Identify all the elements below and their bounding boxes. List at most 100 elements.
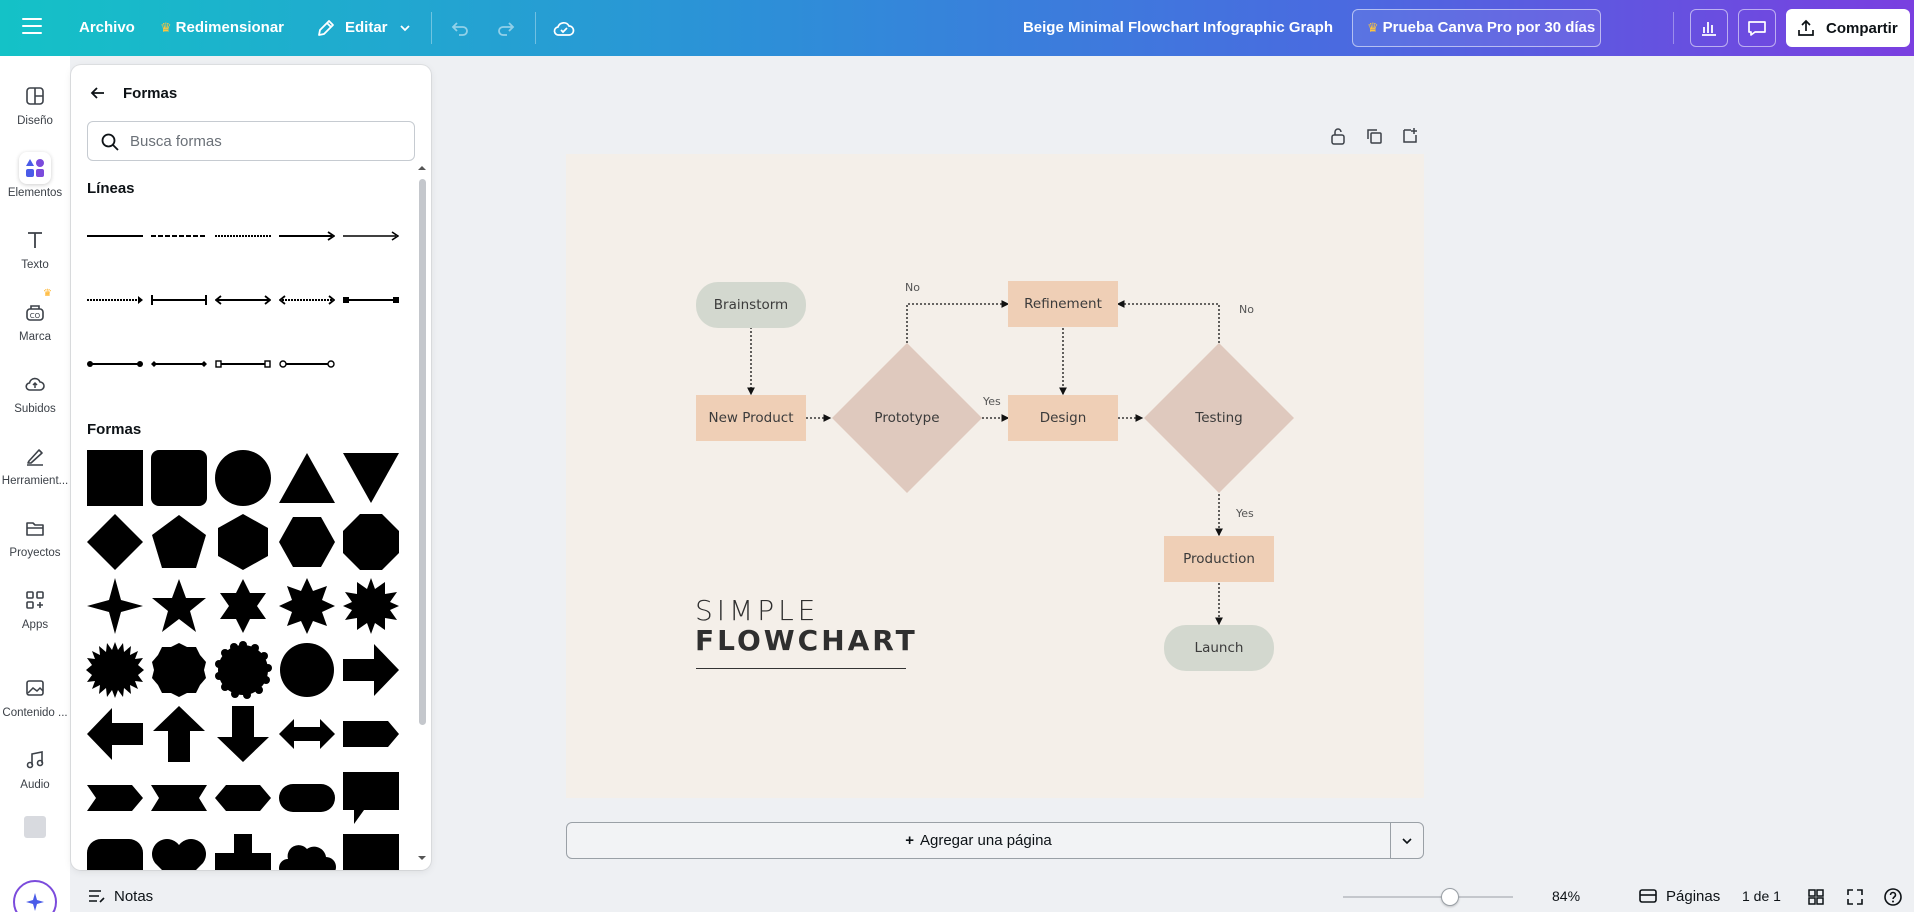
panel-scroll-thumb[interactable] [419, 179, 426, 725]
pentagon-arrow-shape[interactable] [342, 705, 400, 763]
line-dashed[interactable] [151, 221, 207, 251]
heart-shape[interactable] [150, 833, 208, 870]
magic-sparkle-button[interactable] [13, 880, 57, 912]
circle-shape[interactable] [214, 449, 272, 507]
arrow-left-shape[interactable] [86, 705, 144, 763]
seal-shape[interactable] [150, 641, 208, 699]
arrow-up-shape[interactable] [150, 705, 208, 763]
try-pro-button[interactable]: ♛Prueba Canva Pro por 30 días [1352, 9, 1601, 47]
rounded-square-shape[interactable] [150, 449, 208, 507]
rail-item-design[interactable]: Diseño [0, 80, 70, 127]
twelve-point-star-shape[interactable] [342, 577, 400, 635]
folded-corner-shape[interactable] [342, 833, 400, 870]
line-diamond-ends[interactable] [151, 349, 207, 379]
redo-icon[interactable] [492, 14, 520, 42]
diamond-shape[interactable] [86, 513, 144, 571]
node-production[interactable]: Production [1164, 536, 1274, 582]
shape-search-box[interactable] [87, 121, 415, 161]
pentagon-shape[interactable] [150, 513, 208, 571]
eight-point-star-shape[interactable] [278, 577, 336, 635]
square-shape[interactable] [86, 449, 144, 507]
cloud-shape[interactable] [278, 833, 336, 870]
zoom-slider-knob[interactable] [1441, 888, 1459, 906]
recent-thumbnail[interactable] [24, 816, 46, 838]
six-point-star-shape[interactable] [214, 577, 272, 635]
serrated-circle-shape[interactable] [278, 641, 336, 699]
line-bar-ends[interactable] [151, 285, 207, 315]
arrow-right-shape[interactable] [342, 641, 400, 699]
heading-simple[interactable]: SIMPLE [695, 594, 820, 627]
line-square-ends[interactable] [343, 285, 399, 315]
rail-item-elements[interactable]: Elementos [0, 152, 70, 199]
four-point-star-shape[interactable] [86, 577, 144, 635]
prototype-diamond[interactable] [832, 343, 982, 493]
document-title[interactable]: Beige Minimal Flowchart Infographic Grap… [1022, 19, 1334, 36]
comments-button[interactable] [1738, 9, 1776, 47]
five-point-star-shape[interactable] [150, 577, 208, 635]
zoom-slider-track[interactable] [1343, 896, 1513, 898]
duplicate-page-icon[interactable] [1362, 124, 1386, 148]
line-dotted[interactable] [215, 221, 271, 251]
rail-item-content[interactable]: Contenido ... [0, 672, 70, 719]
file-menu-button[interactable]: Archivo [79, 19, 135, 36]
starburst-shape[interactable] [86, 641, 144, 699]
notes-button[interactable]: Notas [86, 886, 153, 906]
node-design[interactable]: Design [1008, 395, 1118, 441]
design-page[interactable]: Brainstorm New Product Prototype Refinem… [566, 154, 1424, 798]
add-page-options-button[interactable] [1390, 822, 1424, 859]
cross-shape[interactable] [214, 833, 272, 870]
main-menu-icon[interactable] [22, 18, 42, 38]
scalloped-circle-shape[interactable] [214, 641, 272, 699]
panel-scroll-track[interactable] [417, 163, 427, 863]
heading-underline[interactable] [696, 668, 906, 669]
pages-button[interactable]: Páginas [1638, 886, 1720, 906]
help-icon[interactable] [1882, 886, 1904, 908]
hexagon-vertical-shape[interactable] [214, 513, 272, 571]
cloud-save-icon[interactable] [550, 14, 578, 42]
line-solid[interactable] [87, 221, 143, 251]
triangle-shape[interactable] [278, 449, 336, 507]
line-double-arrow[interactable] [214, 285, 272, 315]
double-arrow-shape[interactable] [278, 705, 336, 763]
node-new-product[interactable]: New Product [696, 395, 806, 441]
fullscreen-icon[interactable] [1844, 886, 1866, 908]
hexagon-horizontal-shape[interactable] [278, 513, 336, 571]
node-brainstorm[interactable]: Brainstorm [696, 282, 806, 328]
chevron-shape[interactable] [86, 769, 144, 827]
line-dot-ends[interactable] [87, 349, 143, 379]
heading-flowchart[interactable]: FLOWCHART [695, 624, 918, 657]
add-page-icon[interactable] [1398, 124, 1422, 148]
edit-menu-button[interactable]: Editar [316, 0, 412, 56]
inverted-triangle-shape[interactable] [342, 449, 400, 507]
ribbon-shape[interactable] [150, 769, 208, 827]
resize-button[interactable]: ♛Redimensionar [160, 0, 284, 56]
rounded-rect-shape[interactable] [86, 833, 144, 870]
rail-item-apps[interactable]: Apps [0, 584, 70, 631]
grid-view-icon[interactable] [1805, 886, 1827, 908]
speech-bubble-shape[interactable] [342, 769, 400, 827]
line-hollow-dot-ends[interactable] [279, 349, 335, 379]
octagon-shape[interactable] [342, 513, 400, 571]
share-button[interactable]: Compartir [1786, 9, 1910, 47]
line-dotted-double-arrow[interactable] [278, 285, 336, 315]
rail-item-audio[interactable]: Audio [0, 744, 70, 791]
line-dotted-arrow[interactable] [87, 285, 143, 315]
rail-item-tools[interactable]: Herramient... [0, 440, 70, 487]
rail-item-text[interactable]: Texto [0, 224, 70, 271]
line-hollow-square-ends[interactable] [215, 349, 271, 379]
node-refinement[interactable]: Refinement [1008, 281, 1118, 327]
line-arrow[interactable] [279, 221, 336, 251]
testing-diamond[interactable] [1144, 343, 1294, 493]
zoom-level[interactable]: 84% [1552, 888, 1581, 904]
arrow-down-shape[interactable] [214, 705, 272, 763]
pill-shape[interactable] [278, 769, 336, 827]
lock-icon[interactable] [1326, 124, 1350, 148]
tag-hexagon-shape[interactable] [214, 769, 272, 827]
undo-icon[interactable] [446, 14, 474, 42]
rail-item-projects[interactable]: Proyectos [0, 512, 70, 559]
add-page-button[interactable]: + Agregar una página [566, 822, 1391, 859]
insights-chart-button[interactable] [1690, 9, 1728, 47]
rail-item-uploads[interactable]: Subidos [0, 368, 70, 415]
rail-item-brand[interactable]: CO Marca [0, 296, 70, 343]
back-arrow-icon[interactable] [87, 82, 109, 104]
